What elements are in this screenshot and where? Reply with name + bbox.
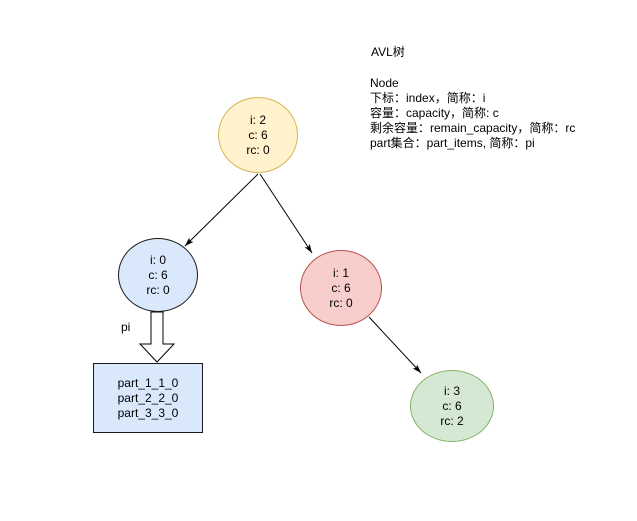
legend-line: part集合：part_items, 简称：pi: [370, 136, 535, 150]
diagram-title: AVL树: [371, 45, 405, 59]
part-item: part_3_3_0: [117, 405, 179, 420]
part-item: part_1_1_0: [117, 375, 179, 390]
node-field-index: i: 2: [249, 112, 266, 127]
node-field-remain-capacity: rc: 0: [246, 142, 270, 157]
node-field-capacity: c: 6: [248, 127, 268, 142]
node-field-index: i: 3: [443, 383, 460, 398]
node-field-remain-capacity: rc: 0: [146, 282, 170, 297]
node-field-remain-capacity: rc: 0: [329, 295, 353, 310]
legend-line: 剩余容量：remain_capacity，简称：rc: [370, 121, 576, 135]
edge-root-to-right-child: [259, 173, 313, 254]
legend-line: 容量：capacity，简称: c: [370, 106, 499, 120]
block-arrow-pi: [138, 311, 176, 363]
legend-heading: Node: [370, 76, 399, 90]
part-items-box: part_1_1_0 part_2_2_0 part_3_3_0: [93, 363, 203, 433]
tree-node-left-child: i: 0 c: 6 rc: 0: [118, 238, 198, 312]
edge-right-to-right-right-child: [368, 316, 422, 374]
legend-line: 下标：index，简称：i: [370, 91, 486, 105]
tree-node-right-child: i: 1 c: 6 rc: 0: [300, 250, 382, 326]
edge-root-to-left-child: [184, 173, 259, 247]
node-field-index: i: 0: [149, 252, 166, 267]
node-field-capacity: c: 6: [442, 398, 462, 413]
edge-label-pi: pi: [121, 320, 131, 334]
node-field-remain-capacity: rc: 2: [440, 413, 464, 428]
tree-node-root: i: 2 c: 6 rc: 0: [218, 97, 298, 173]
node-field-capacity: c: 6: [331, 280, 351, 295]
legend: Node 下标：index，简称：i 容量：capacity，简称: c 剩余容…: [370, 76, 575, 151]
part-item: part_2_2_0: [117, 390, 179, 405]
node-field-index: i: 1: [332, 265, 349, 280]
tree-node-right-right-child: i: 3 c: 6 rc: 2: [410, 370, 494, 442]
node-field-capacity: c: 6: [148, 267, 168, 282]
